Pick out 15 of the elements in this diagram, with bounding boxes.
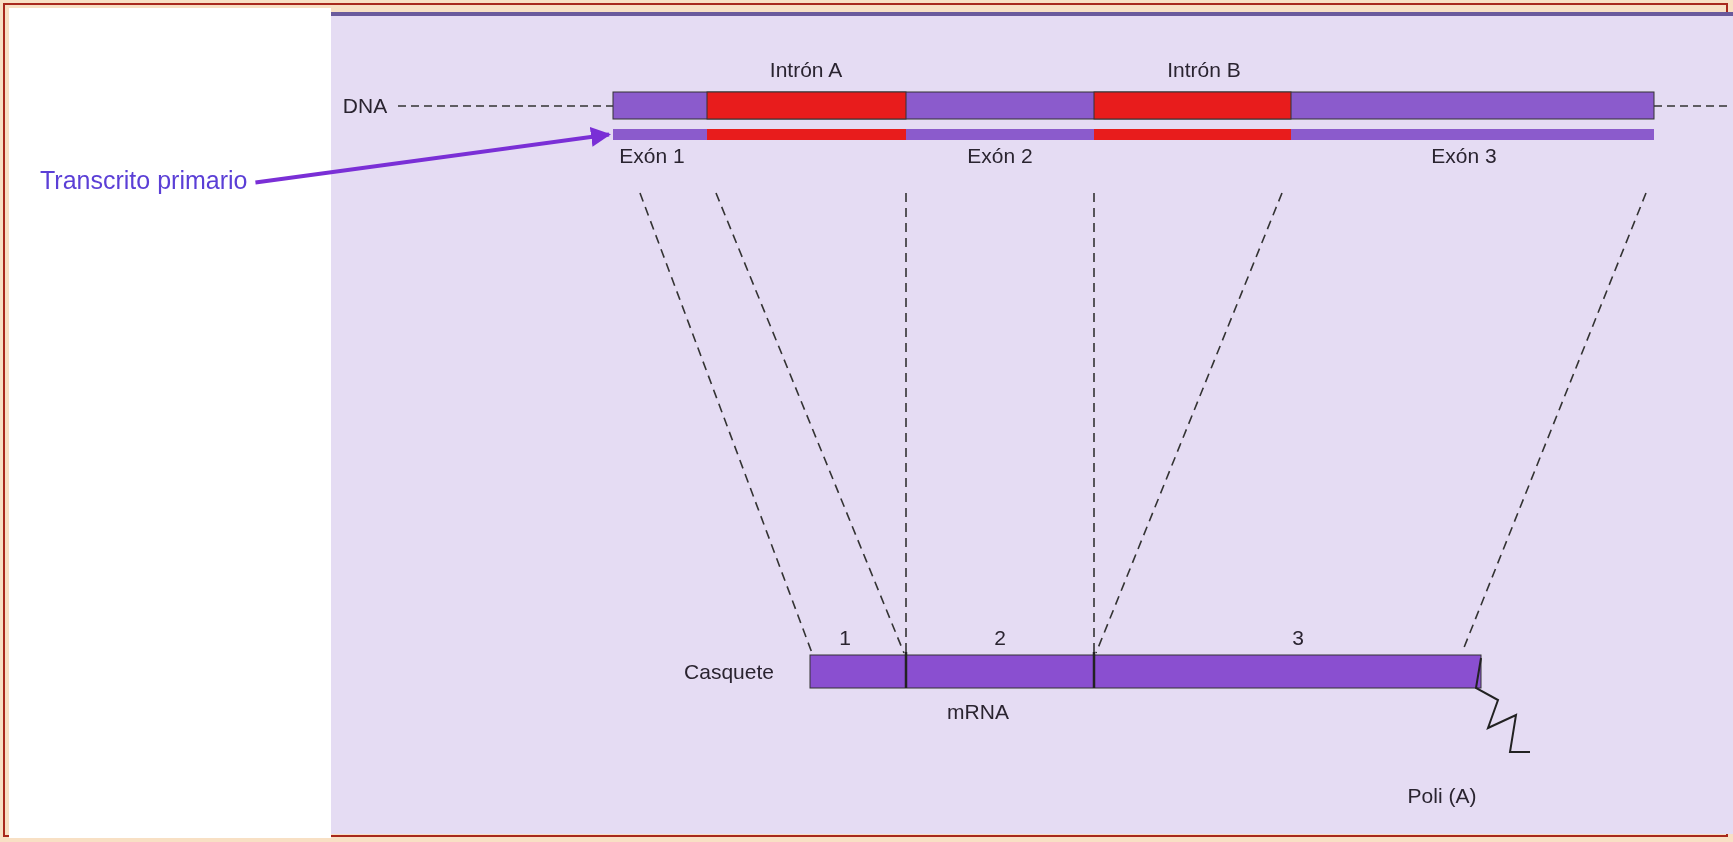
strand-label: mRNA (947, 700, 1009, 724)
exon-number: 1 (839, 626, 851, 650)
exon-label: Exón 3 (1431, 144, 1497, 168)
intron-label: Intrón A (769, 58, 843, 82)
exon-number: 3 (1292, 626, 1304, 650)
exon-label: Exón 2 (967, 144, 1033, 168)
poly-a-label: Poli (A) (1407, 784, 1477, 808)
exon-number: 2 (994, 626, 1006, 650)
primary-transcript-bar (613, 129, 1654, 140)
arrow (255, 127, 611, 185)
exon-label: Exón 1 (619, 144, 685, 168)
intron-label: Intrón B (1167, 58, 1241, 82)
strand-label: DNA (342, 94, 388, 118)
cap-label: Casquete (684, 660, 774, 684)
text-label: Transcrito primario (40, 166, 248, 195)
